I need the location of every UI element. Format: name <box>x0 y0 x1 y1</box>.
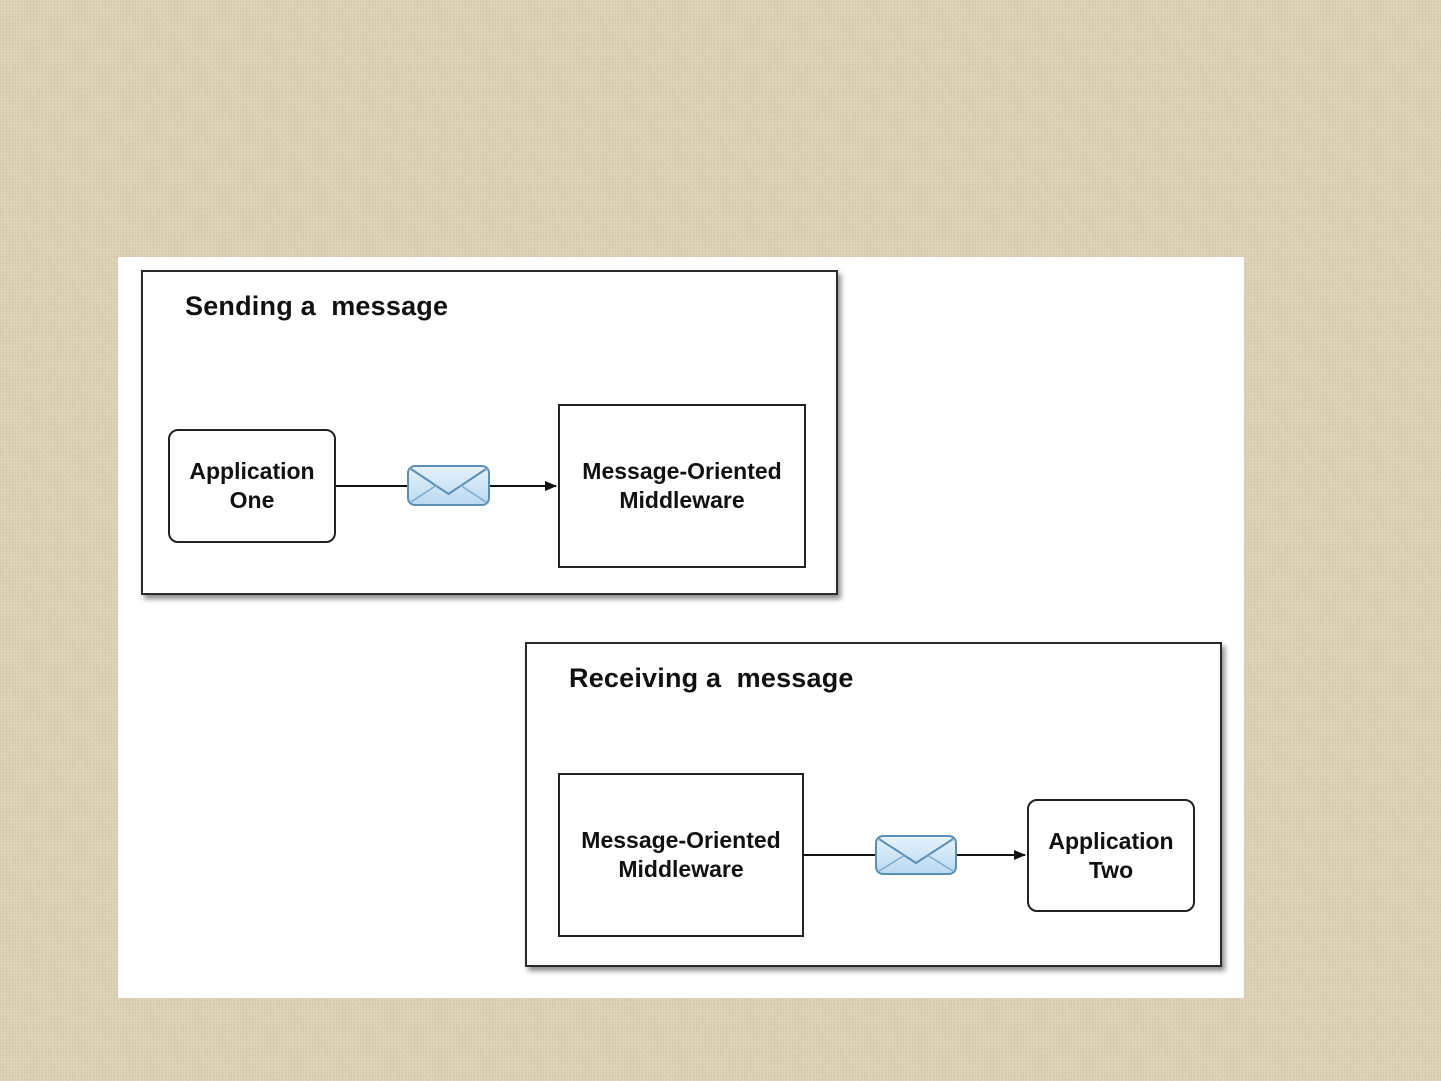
middleware-receiving-label-line2: Middleware <box>618 856 744 882</box>
sending-title: Sending a message <box>185 291 449 321</box>
application-one-node: Application One <box>168 429 336 543</box>
middleware-node-receiving: Message-Oriented Middleware <box>558 773 804 937</box>
receiving-title: Receiving a message <box>569 663 854 693</box>
application-one-label-line1: Application <box>189 458 315 484</box>
application-one-label-line2: One <box>229 487 275 513</box>
middleware-sending-label-line2: Middleware <box>619 487 745 513</box>
application-two-node: Application Two <box>1027 799 1195 912</box>
middleware-node-sending: Message-Oriented Middleware <box>558 404 806 568</box>
application-two-label-line2: Two <box>1088 856 1134 883</box>
middleware-sending-label-line1: Message-Oriented <box>582 458 782 484</box>
middleware-receiving-label-line1: Message-Oriented <box>581 827 781 853</box>
application-two-label-line1: Application <box>1048 827 1174 854</box>
